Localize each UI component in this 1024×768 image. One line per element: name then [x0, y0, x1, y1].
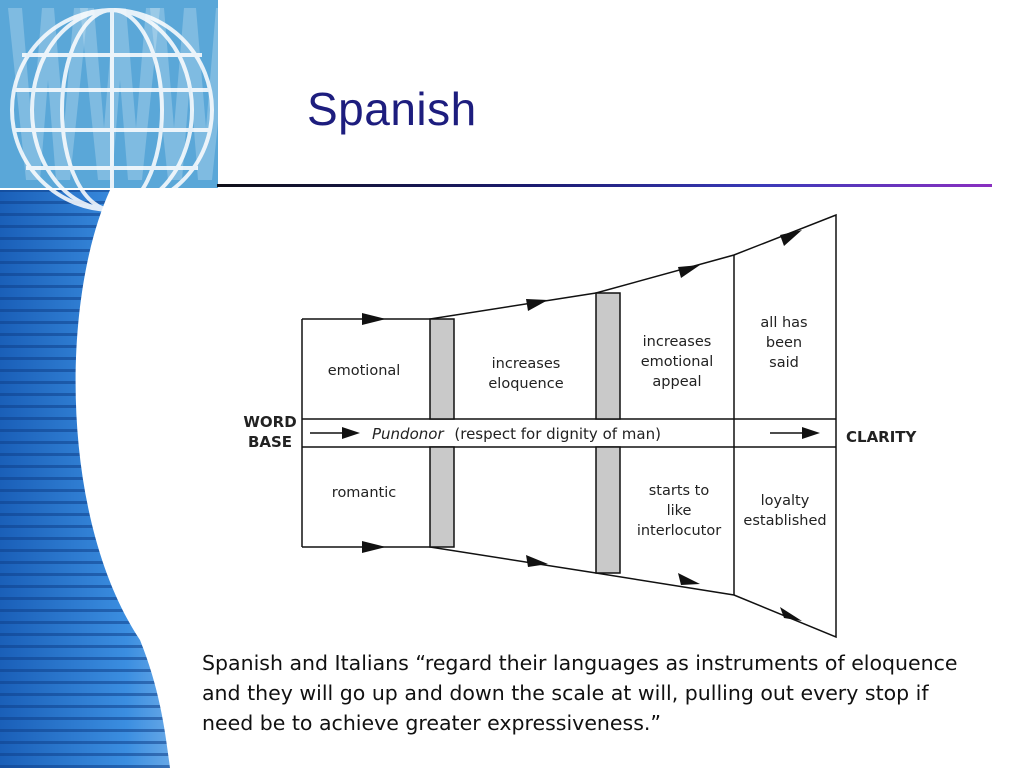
cell-starts-to-like-2: like	[667, 503, 692, 519]
cell-increases-eloquence-1: increases	[492, 356, 561, 372]
cell-all-has-been-said-3: said	[769, 355, 799, 371]
cell-all-has-been-said-1: all has	[760, 315, 807, 331]
separator-bar-2	[595, 292, 621, 420]
title-underline	[217, 184, 992, 187]
slide-title: Spanish	[307, 83, 477, 135]
cell-loyalty-established-1: loyalty	[761, 493, 810, 509]
cell-loyalty-established-2: established	[743, 513, 826, 529]
caption-line-2: and they will go up and down the scale a…	[202, 681, 929, 705]
cell-all-has-been-said-2: been	[766, 335, 802, 351]
separator-bar-2b	[595, 446, 621, 574]
slide-caption: Spanish and Italians “regard their langu…	[202, 648, 992, 738]
center-label: Pundonor (respect for dignity of man)	[372, 425, 661, 443]
cell-emotional-appeal-3: appeal	[652, 374, 701, 390]
word-base-label-line1: WORD	[243, 413, 296, 431]
pundonor-label: Pundonor	[372, 425, 444, 443]
cell-emotional-appeal-2: emotional	[641, 354, 714, 370]
background-decoration	[0, 0, 230, 768]
pundonor-diagram: WORD BASE CLARITY Pundonor (respect for …	[243, 213, 918, 639]
word-base-label-line2: BASE	[248, 433, 292, 451]
cell-emotional-appeal-1: increases	[643, 334, 712, 350]
separator-bar-1	[429, 318, 455, 420]
cell-romantic: romantic	[332, 485, 396, 501]
caption-line-3: need be to achieve greater expressivenes…	[202, 711, 662, 735]
www-globe-logo-icon	[10, 8, 214, 212]
separator-bar-1b	[429, 446, 455, 548]
pundonor-meaning: (respect for dignity of man)	[454, 425, 661, 443]
cell-starts-to-like-3: interlocutor	[637, 523, 721, 539]
cell-emotional: emotional	[328, 363, 401, 379]
clarity-label: CLARITY	[846, 428, 918, 446]
cell-increases-eloquence-2: eloquence	[488, 376, 563, 392]
cell-starts-to-like-1: starts to	[649, 483, 710, 499]
caption-line-1: Spanish and Italians “regard their langu…	[202, 651, 958, 675]
